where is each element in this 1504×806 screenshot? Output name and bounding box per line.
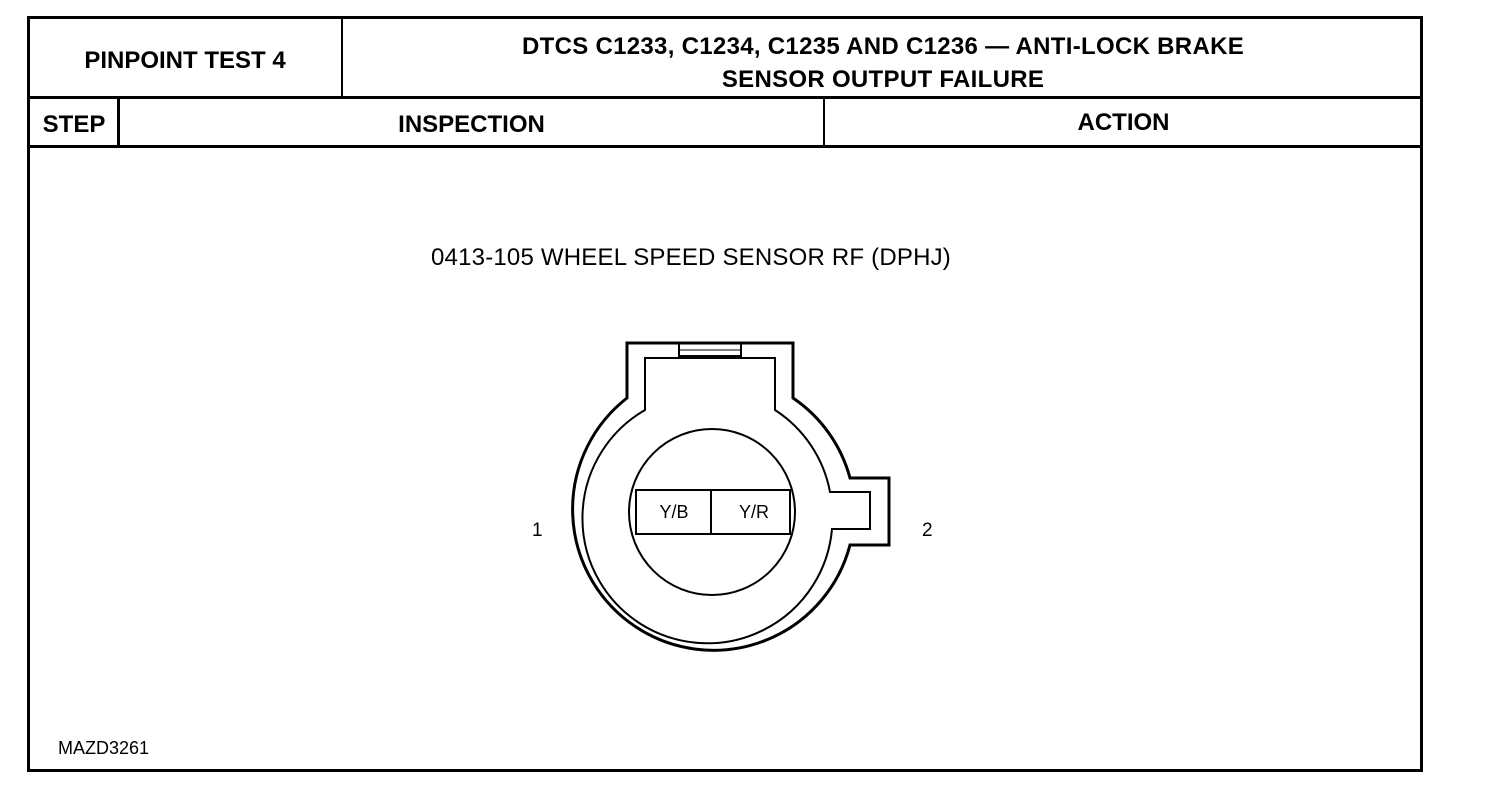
pinpoint-test-frame [27, 16, 1423, 772]
diagram-caption: 0413-105 WHEEL SPEED SENSOR RF (DPHJ) [431, 244, 951, 271]
column-header-step: STEP [42, 111, 106, 138]
wire-color-left: Y/B [659, 502, 688, 522]
header-divider [27, 96, 1423, 99]
main-title-line-1: DTCS C1233, C1234, C1235 AND C1236 — ANT… [521, 33, 1245, 60]
column-header-divider [27, 145, 1423, 148]
action-column-divider [823, 97, 825, 147]
column-header-action: ACTION [1077, 109, 1170, 136]
test-title: PINPOINT TEST 4 [84, 47, 286, 74]
terminal-face [628, 428, 796, 596]
reference-code: MAZD3261 [58, 738, 150, 758]
pin-label-1: 1 [532, 520, 543, 541]
connector-diagram: Y/B Y/R [571, 341, 891, 652]
pin-label-2: 2 [922, 520, 933, 541]
connector-housing-inner [581, 357, 871, 645]
main-title-line-2: SENSOR OUTPUT FAILURE [721, 66, 1045, 93]
terminal-box [635, 489, 791, 535]
wire-color-right: Y/R [739, 502, 769, 522]
connector-housing-outer [571, 341, 891, 652]
step-column-divider [117, 97, 120, 147]
header-vertical-divider [341, 16, 343, 98]
column-header-inspection: INSPECTION [398, 111, 545, 138]
main-title: DTCS C1233, C1234, C1235 AND C1236 — ANT… [345, 30, 1421, 96]
